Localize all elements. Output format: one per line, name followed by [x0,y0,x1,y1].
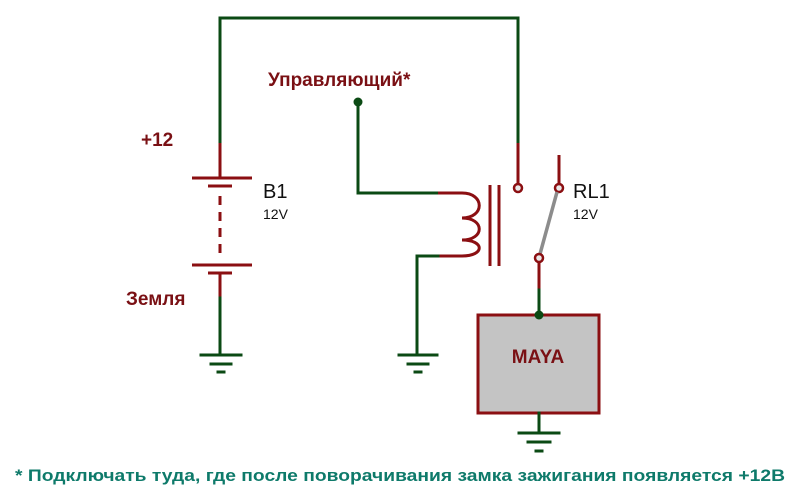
label-control: Управляющий* [268,70,411,91]
battery-value: 12V [263,206,289,222]
ground-icon [397,353,439,374]
relay-contact-right [553,182,565,194]
wire-coil-to-ground [415,254,440,357]
maya-device-box [476,313,601,415]
ground-icon [199,353,243,374]
relay-switch [512,143,565,290]
battery-ref: B1 [263,181,287,203]
wire-battery-to-relay [218,16,520,167]
maya-label: MAYA [512,347,565,368]
ground-icon [517,431,561,453]
label-plus12: +12 [141,130,173,151]
label-ground: Земля [126,289,185,310]
relay-coil [438,185,501,266]
relay-switch-arm [538,191,559,255]
relay-contact-left [512,182,524,194]
wire-control-to-coil [356,100,440,195]
battery-b1 [192,176,252,298]
footnote: * Подключать туда, где после поворачиван… [15,466,785,485]
relay-contact-common [533,252,545,264]
relay-value: 12V [573,206,599,222]
relay-ref: RL1 [573,181,610,203]
maya-input-dot [534,310,544,320]
